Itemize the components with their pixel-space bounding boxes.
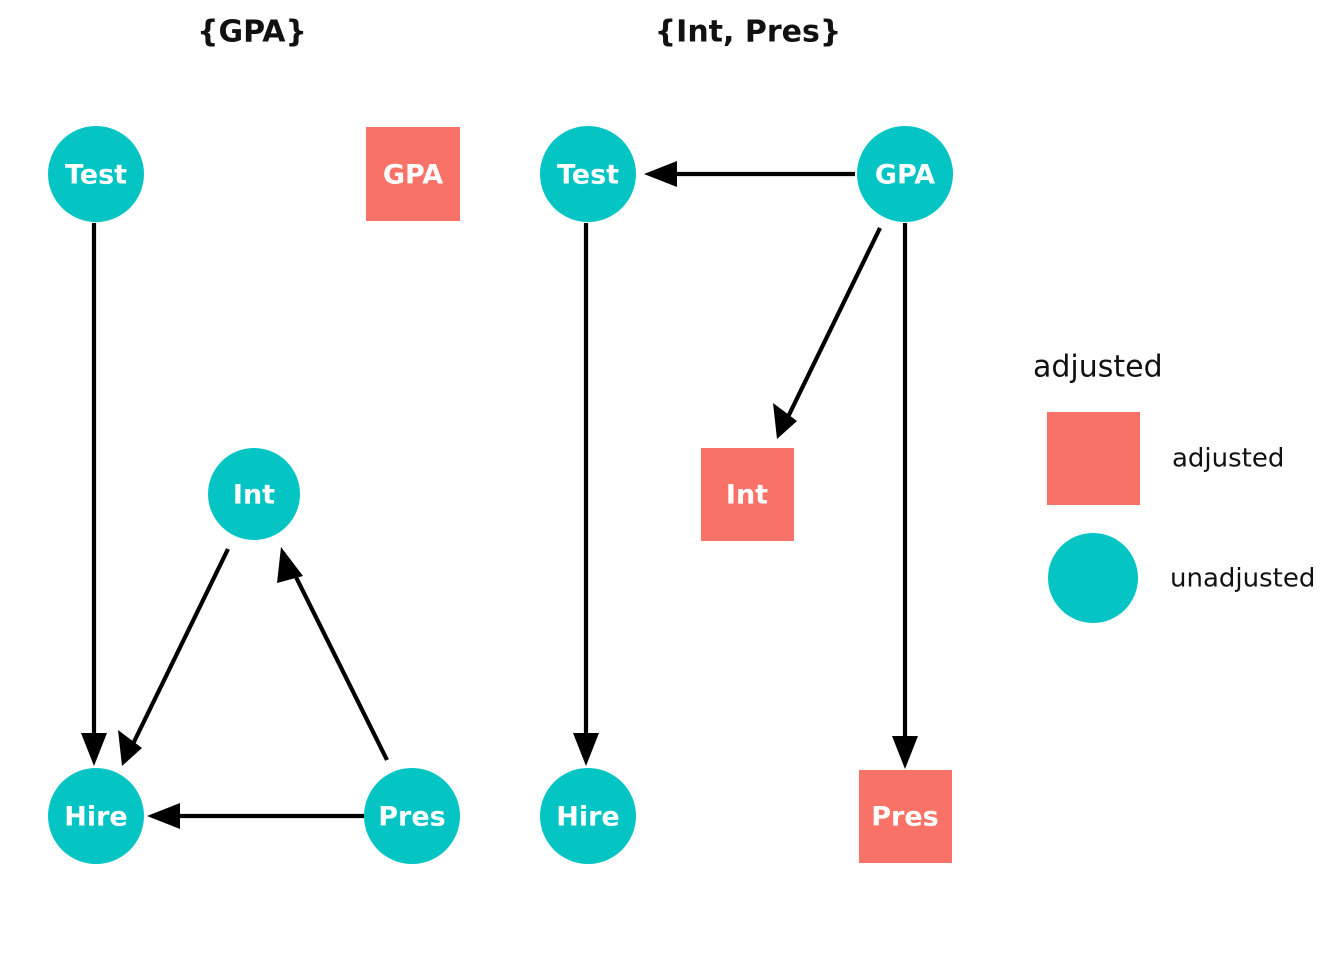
edge-gpa-to-test-right: [644, 161, 855, 187]
node-int-right[interactable]: Int: [701, 448, 794, 541]
node-label-int: Int: [726, 480, 768, 511]
panel-title-right: {Int, Pres}: [655, 15, 841, 50]
legend-title: adjusted: [1033, 350, 1163, 385]
node-shape-circle: [208, 448, 300, 540]
panel-gpa-edges: [81, 223, 389, 829]
legend-swatch-circle: [1048, 533, 1138, 623]
legend-label-unadjusted: unadjusted: [1170, 564, 1315, 594]
edge-test-to-hire-right: [573, 223, 599, 766]
edge-pres-to-hire-left: [147, 803, 364, 829]
node-label-test: Test: [65, 160, 127, 191]
node-test-right[interactable]: Test: [540, 126, 636, 222]
panel-title-left: {GPA}: [197, 15, 307, 50]
node-pres-right[interactable]: Pres: [859, 770, 952, 863]
arrowhead-icon: [773, 403, 797, 439]
arrowhead-icon: [118, 730, 142, 766]
node-hire-right[interactable]: Hire: [540, 768, 636, 864]
node-pres-left[interactable]: Pres: [364, 768, 460, 864]
legend-item-adjusted[interactable]: adjusted: [1047, 412, 1284, 505]
node-label-pres: Pres: [378, 802, 446, 833]
node-label-int: Int: [233, 480, 275, 511]
node-label-gpa: GPA: [875, 160, 935, 191]
arrowhead-icon: [81, 733, 107, 766]
edge-test-to-hire-left: [81, 223, 107, 766]
node-test-left[interactable]: Test: [48, 126, 144, 222]
legend-label-adjusted: adjusted: [1172, 444, 1284, 474]
panel-int-pres-nodes: Test GPA Int Hire Pres: [540, 126, 953, 864]
node-shape-circle: [364, 768, 460, 864]
node-int-left[interactable]: Int: [208, 448, 300, 540]
node-label-pres: Pres: [871, 802, 939, 833]
node-shape-circle: [540, 768, 636, 864]
node-gpa-right[interactable]: GPA: [857, 126, 953, 222]
panel-gpa-nodes: Test GPA Int Hire Pres: [48, 126, 460, 864]
legend-item-unadjusted[interactable]: unadjusted: [1048, 533, 1315, 623]
arrowhead-icon: [277, 547, 303, 583]
node-hire-left[interactable]: Hire: [48, 768, 144, 864]
node-label-hire: Hire: [556, 802, 619, 833]
node-shape-circle: [48, 126, 144, 222]
arrowhead-icon: [644, 161, 677, 187]
edge-int-to-hire-left: [118, 548, 230, 766]
node-shape-square: [366, 127, 460, 221]
panel-int-pres-edges: [573, 161, 918, 769]
node-label-test: Test: [557, 160, 619, 191]
edge-gpa-to-pres-right: [892, 223, 918, 769]
node-shape-circle: [48, 768, 144, 864]
arrowhead-icon: [892, 736, 918, 769]
legend: adjusted adjusted unadjusted: [1033, 350, 1315, 623]
node-shape-circle: [540, 126, 636, 222]
node-shape-circle: [857, 126, 953, 222]
edge-gpa-to-int-right: [773, 227, 882, 439]
arrowhead-icon: [147, 803, 180, 829]
node-gpa-left[interactable]: GPA: [366, 127, 460, 221]
node-label-hire: Hire: [64, 802, 127, 833]
edge-pres-to-int-left: [277, 547, 389, 761]
node-shape-square: [701, 448, 794, 541]
node-label-gpa: GPA: [383, 160, 443, 191]
legend-swatch-square: [1047, 412, 1140, 505]
node-shape-square: [859, 770, 952, 863]
arrowhead-icon: [573, 733, 599, 766]
